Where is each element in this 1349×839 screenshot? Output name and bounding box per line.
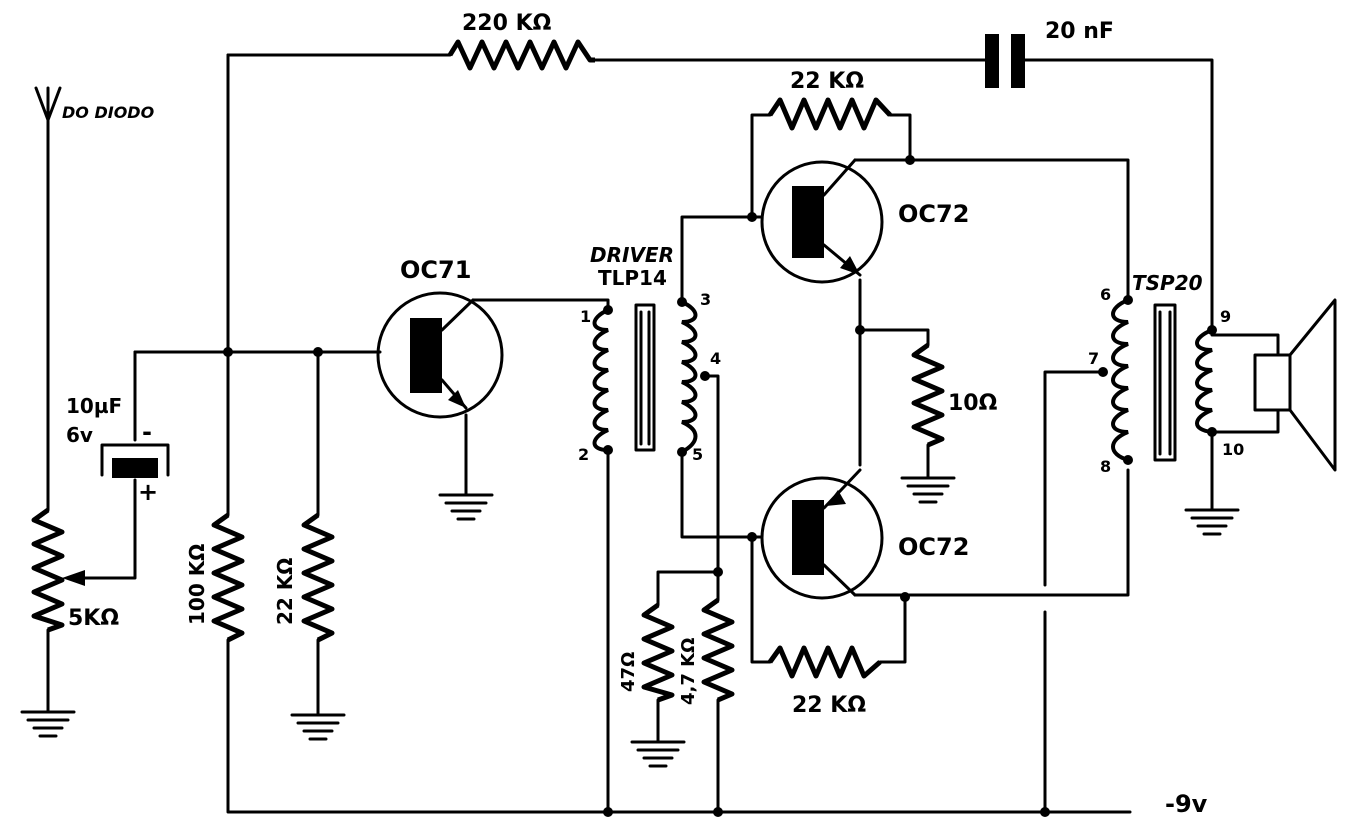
potentiometer-5k[interactable] <box>31 507 65 633</box>
pin-label-10: 10 <box>1222 440 1244 459</box>
resistor-47-ohm <box>641 602 675 703</box>
label-output-part: TSP20 <box>1132 271 1203 295</box>
label-cap-value: 10µF <box>66 394 122 418</box>
label-pot: 5KΩ <box>68 606 119 631</box>
pin-label-1: 1 <box>580 307 591 326</box>
transistor-oc71 <box>376 291 504 419</box>
pin-label-3: 3 <box>700 290 711 309</box>
label-r-4k7: 4,7 KΩ <box>678 638 699 705</box>
label-driver-title: DRIVER <box>590 243 674 267</box>
pin-label-2: 2 <box>578 445 589 464</box>
label-q-driver: OC71 <box>400 256 471 284</box>
transformer-driver-tlp14 <box>592 300 698 454</box>
resistor-22k-left <box>301 512 335 643</box>
input-antenna-icon <box>34 86 62 122</box>
capacitor-10uf <box>100 443 170 478</box>
label-supply: -9v <box>1165 790 1208 818</box>
label-driver-part: TLP14 <box>598 266 667 290</box>
label-r-22k-left: 22 KΩ <box>273 558 297 625</box>
label-r-100k: 100 KΩ <box>185 544 209 625</box>
ground-icon-22k <box>290 710 346 741</box>
resistor-22k-top <box>767 97 892 131</box>
transformer-output-tsp20 <box>1111 298 1213 462</box>
label-cap-minus: - <box>142 418 152 446</box>
label-q-top: OC72 <box>898 200 969 228</box>
resistor-10-ohm <box>911 342 945 448</box>
ground-icon-tsp20 <box>1184 503 1240 536</box>
resistor-4k7 <box>701 597 735 703</box>
label-r-top-bias: 22 KΩ <box>790 69 864 94</box>
transistor-oc72-bottom <box>760 468 884 600</box>
label-r-47: 47Ω <box>618 652 639 692</box>
pin-label-5: 5 <box>692 445 703 464</box>
pin-label-9: 9 <box>1220 307 1231 326</box>
speaker-icon <box>1253 298 1337 472</box>
resistor-100k <box>211 512 245 643</box>
ground-icon-10 <box>900 473 956 504</box>
capacitor-20nf <box>985 34 1025 88</box>
ground-icon-oc71 <box>438 488 494 521</box>
ground-icon-pot <box>20 703 76 738</box>
label-cap-voltage: 6v <box>66 423 93 447</box>
pin-label-8: 8 <box>1100 457 1111 476</box>
label-input: DO DIODO <box>62 103 155 122</box>
label-q-bottom: OC72 <box>898 533 969 561</box>
junctions <box>223 155 1217 817</box>
potentiometer-wiper-arrow <box>62 570 85 586</box>
pin-label-4: 4 <box>710 349 721 368</box>
label-cap-plus: + <box>138 478 158 506</box>
label-r-bottom-bias: 22 KΩ <box>792 693 866 718</box>
pin-label-6: 6 <box>1100 285 1111 304</box>
resistor-22k-bottom <box>767 645 882 679</box>
transistor-oc72-top <box>760 158 884 284</box>
resistor-220k <box>447 39 595 71</box>
label-r-10: 10Ω <box>948 391 998 416</box>
label-c-feedback: 20 nF <box>1045 19 1114 44</box>
pin-label-7: 7 <box>1088 349 1099 368</box>
ground-icon-47 <box>630 738 686 768</box>
label-r-feedback: 220 KΩ <box>462 11 552 36</box>
